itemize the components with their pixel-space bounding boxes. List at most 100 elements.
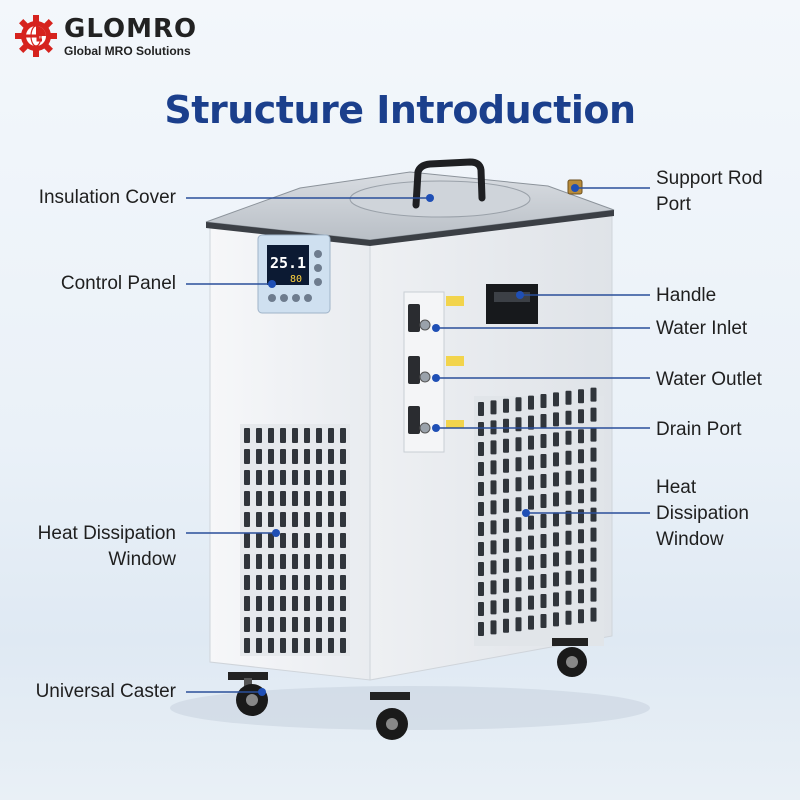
vent-slot bbox=[590, 487, 597, 502]
vent-slot bbox=[478, 502, 484, 516]
vent-slot bbox=[490, 520, 497, 535]
vent-slot bbox=[590, 447, 597, 462]
vent-slot bbox=[503, 418, 509, 433]
brand-name: GLOMRO bbox=[64, 13, 198, 44]
vent-slot bbox=[328, 512, 334, 527]
vent-slot bbox=[490, 540, 497, 555]
vent-slot bbox=[280, 512, 286, 527]
vent-slot bbox=[268, 449, 274, 464]
vent-slot bbox=[515, 557, 522, 572]
vent-slot bbox=[256, 596, 262, 611]
vent-slot bbox=[553, 592, 559, 607]
vent-slot bbox=[540, 434, 547, 448]
vent-slot bbox=[553, 412, 559, 427]
vent-slot bbox=[503, 438, 509, 453]
vent-slot bbox=[244, 428, 250, 443]
vent-slot bbox=[478, 442, 484, 456]
vent-slot bbox=[244, 554, 250, 569]
vent-slot bbox=[590, 387, 597, 402]
vent-slot bbox=[316, 470, 322, 485]
vent-slot bbox=[268, 533, 274, 548]
vent-slot bbox=[256, 491, 262, 506]
vent-slot bbox=[328, 449, 334, 464]
vent-slot bbox=[578, 469, 584, 484]
vent-slot bbox=[268, 512, 274, 527]
vent-slot bbox=[268, 617, 274, 632]
vent-slot bbox=[590, 467, 597, 482]
caster-front bbox=[370, 692, 410, 740]
vent-slot bbox=[540, 414, 547, 428]
vent-slot bbox=[515, 477, 522, 492]
vent-slot bbox=[316, 575, 322, 590]
vent-slot bbox=[340, 491, 346, 506]
vent-slot bbox=[268, 638, 274, 653]
vent-slot bbox=[304, 533, 310, 548]
vent-slot bbox=[340, 512, 346, 527]
vent-slot bbox=[268, 491, 274, 506]
vent-slot bbox=[328, 491, 334, 506]
vent-slot bbox=[540, 574, 547, 588]
label-heat-dissipation-left-line1: Heat Dissipation bbox=[37, 523, 176, 544]
vent-slot bbox=[528, 515, 534, 530]
side-handle bbox=[486, 284, 538, 324]
vent-slot bbox=[578, 449, 584, 464]
vent-slot bbox=[280, 533, 286, 548]
vent-slot bbox=[304, 512, 310, 527]
vent-slot bbox=[316, 554, 322, 569]
vent-slot bbox=[304, 575, 310, 590]
vent-slot bbox=[340, 428, 346, 443]
vent-slot bbox=[565, 510, 572, 525]
vent-slot bbox=[316, 449, 322, 464]
vent-slot bbox=[490, 440, 497, 455]
vent-slot bbox=[244, 575, 250, 590]
vent-slot bbox=[478, 542, 484, 556]
vent-slot bbox=[528, 495, 534, 510]
vent-slot bbox=[553, 432, 559, 447]
label-handle: Handle bbox=[656, 285, 717, 306]
label-universal-caster: Universal Caster bbox=[35, 681, 176, 702]
vent-slot bbox=[328, 554, 334, 569]
vent-slot bbox=[244, 512, 250, 527]
vent-slot bbox=[340, 596, 346, 611]
vent-slot bbox=[553, 532, 559, 547]
vent-slot bbox=[553, 552, 559, 567]
vent-slot bbox=[553, 472, 559, 487]
vent-slot bbox=[280, 554, 286, 569]
vent-slot bbox=[478, 462, 484, 476]
label-water-outlet: Water Outlet bbox=[656, 369, 762, 390]
vent-slot bbox=[565, 390, 572, 405]
vent-slot bbox=[490, 460, 497, 475]
control-display bbox=[267, 245, 309, 285]
vent-slot bbox=[578, 489, 584, 504]
vent-slot bbox=[256, 617, 262, 632]
brand-tagline: Global MRO Solutions bbox=[64, 43, 191, 58]
vent-slot bbox=[256, 533, 262, 548]
vent-slot bbox=[304, 491, 310, 506]
vent-slot bbox=[490, 400, 497, 415]
vent-slot bbox=[590, 607, 597, 622]
vent-slot bbox=[590, 527, 597, 542]
vent-slot bbox=[578, 429, 584, 444]
vent-slot bbox=[328, 470, 334, 485]
vent-slot bbox=[528, 415, 534, 430]
vent-slot bbox=[503, 598, 509, 613]
label-drain-port: Drain Port bbox=[656, 419, 742, 440]
vent-slot bbox=[340, 554, 346, 569]
vent-slot bbox=[528, 595, 534, 610]
vent-slot bbox=[578, 409, 584, 424]
vent-slot bbox=[256, 449, 262, 464]
vent-slot bbox=[515, 417, 522, 432]
display-main-reading: 25.1 bbox=[270, 254, 306, 272]
caster-right bbox=[552, 638, 588, 677]
vent-slot bbox=[503, 458, 509, 473]
vent-slot bbox=[515, 537, 522, 552]
label-heat-dissipation-right-line3: Window bbox=[656, 529, 724, 550]
vent-slot bbox=[540, 454, 547, 468]
insulation-cover-lid bbox=[349, 180, 531, 218]
vent-slot bbox=[268, 554, 274, 569]
vent-slot bbox=[590, 547, 597, 562]
vent-slot bbox=[590, 427, 597, 442]
vent-slot bbox=[268, 428, 274, 443]
vent-slot bbox=[292, 638, 298, 653]
vent-slot bbox=[304, 638, 310, 653]
